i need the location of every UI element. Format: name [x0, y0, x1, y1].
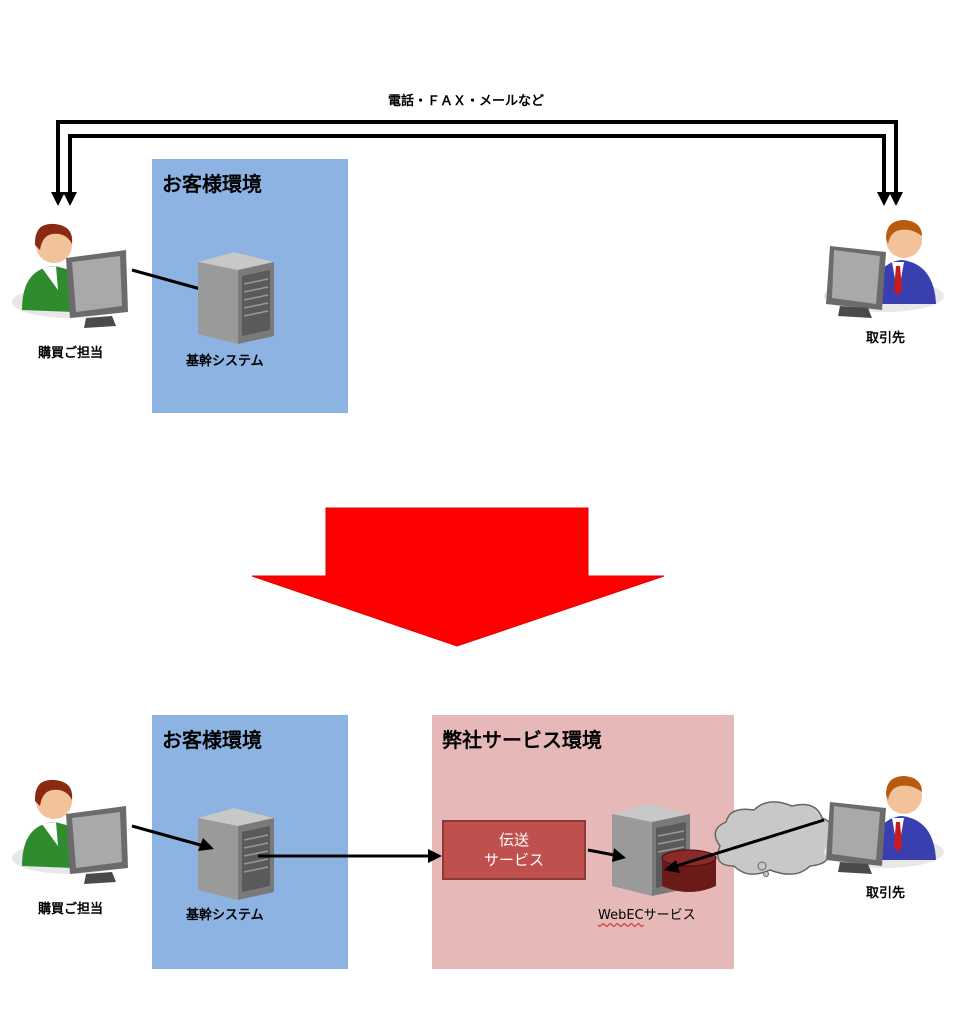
webec-word: WebEC — [598, 908, 644, 923]
webec-suffix: サービス — [643, 908, 696, 923]
webec-service-label: WebECサービス — [598, 904, 696, 923]
comm-arrow-inner — [68, 134, 886, 198]
partner-label-bottom: 取引先 — [866, 886, 906, 901]
our-env-title: 弊社サービス環境 — [442, 728, 602, 752]
customer-env-title-bottom: お客様環境 — [162, 728, 262, 752]
customer-env-title-top: お客様環境 — [162, 172, 262, 196]
transfer-service-box: 伝送 サービス — [442, 820, 586, 880]
comm-label: 電話・ＦＡＸ・メールなど — [388, 94, 545, 109]
buyer-label-top: 購買ご担当 — [38, 346, 104, 361]
buyer-label-bottom: 購買ご担当 — [38, 902, 104, 917]
transfer-line1: 伝送 — [498, 831, 529, 849]
partner-label-top: 取引先 — [866, 331, 906, 346]
transfer-line2: サービス — [483, 851, 544, 869]
comm-arrow-outer — [56, 120, 898, 198]
core-system-label-bottom: 基幹システム — [186, 908, 264, 923]
core-system-label-top: 基幹システム — [186, 354, 264, 369]
